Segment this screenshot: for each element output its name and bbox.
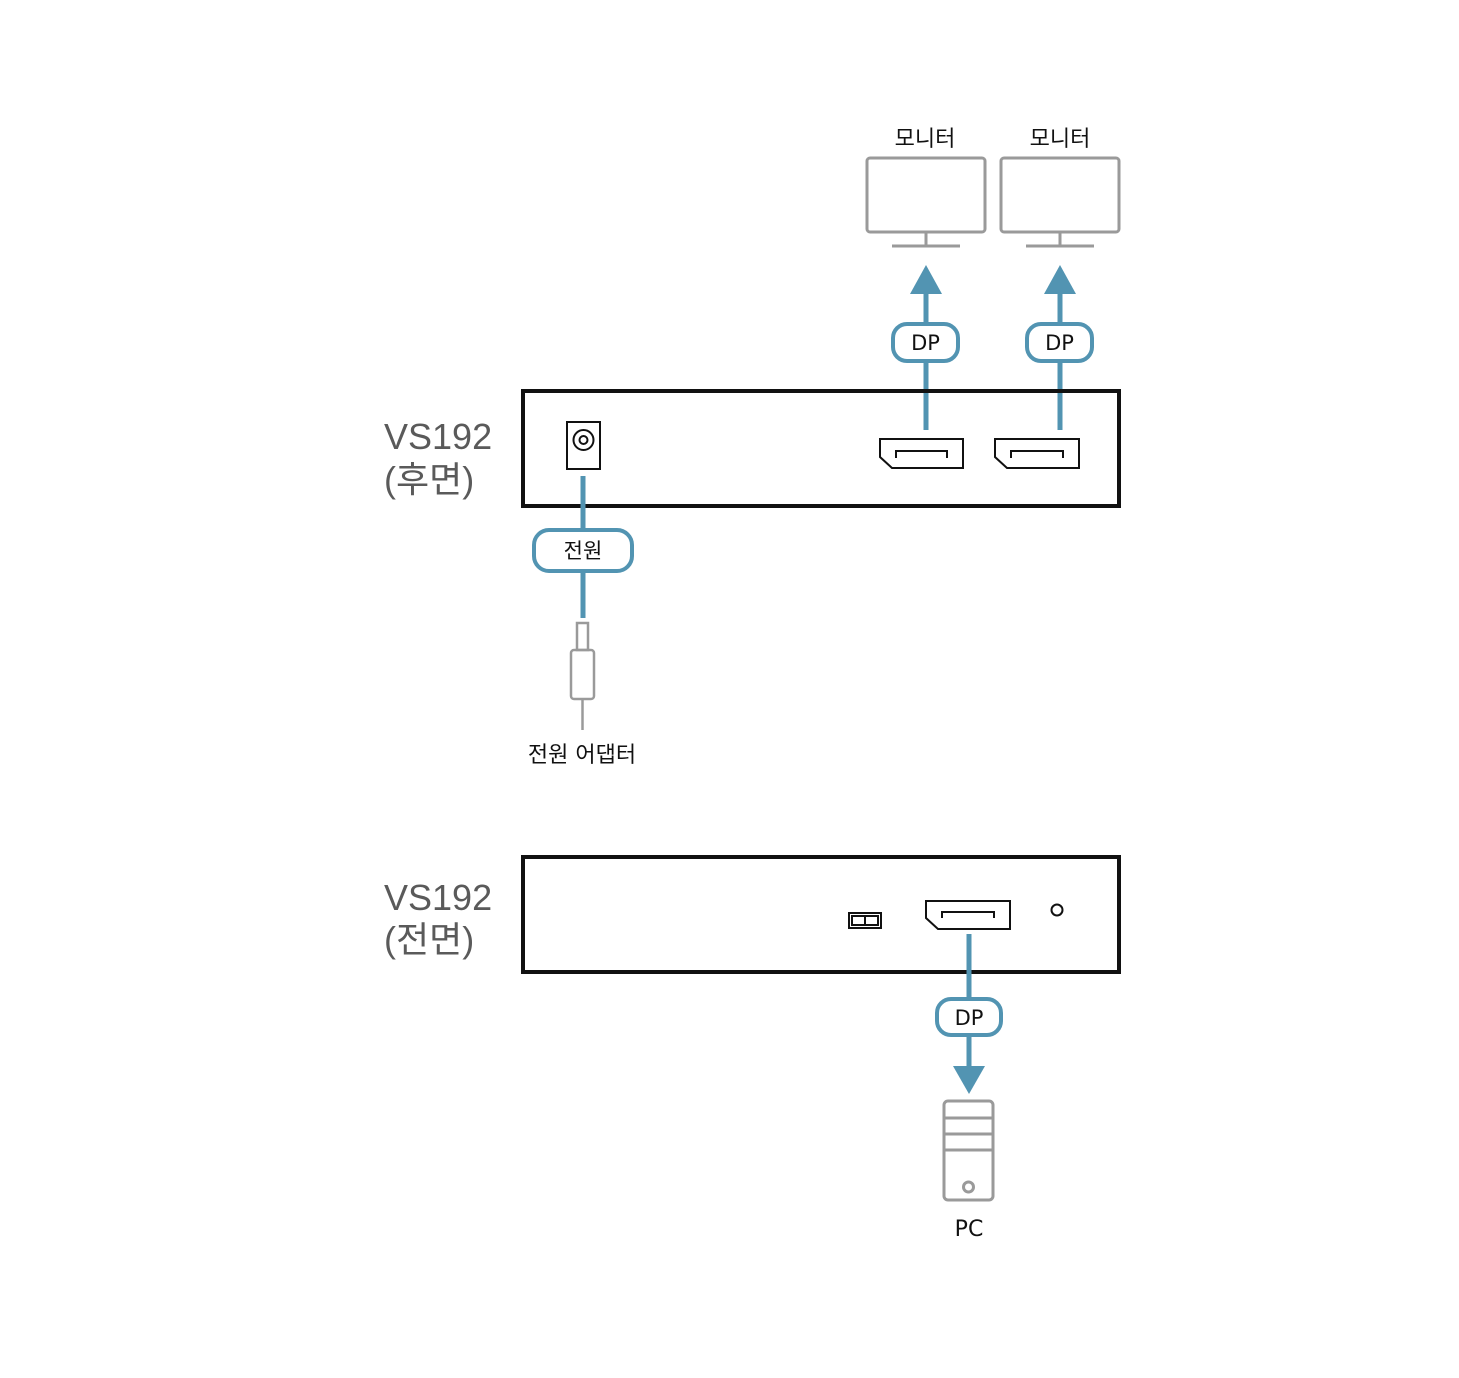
- dp-port-out-2-icon: [994, 438, 1080, 469]
- power-pill-label: 전원: [564, 539, 603, 563]
- arrow-up-icon: [910, 265, 942, 294]
- dp-cable-monitor-2: [1025, 265, 1094, 430]
- pc-label: PC: [955, 1217, 984, 1242]
- rear-device-panel: [521, 389, 1121, 508]
- dp-pill-2: [1025, 322, 1094, 363]
- power-jack-icon: [566, 421, 601, 470]
- led-indicator-icon: [1050, 903, 1064, 917]
- switch-icon: [848, 912, 882, 929]
- monitor-2-label: 모니터: [1030, 127, 1091, 152]
- monitor-1-icon: [865, 156, 987, 248]
- dp-pill-pc-label: DP: [955, 1006, 984, 1030]
- front-device-side: (전면): [384, 919, 474, 960]
- dp-port-out-1-icon: [879, 438, 964, 469]
- dp-pill-1: [891, 322, 960, 363]
- arrow-up-icon: [1044, 265, 1076, 294]
- dp-pill-1-label: DP: [911, 331, 940, 355]
- front-device-panel: [521, 855, 1121, 974]
- dp-pill-2-label: DP: [1045, 331, 1074, 355]
- dp-pill-pc: [935, 997, 1003, 1037]
- power-pill: [532, 528, 634, 573]
- power-adapter-icon: [569, 621, 596, 730]
- power-adapter-label: 전원 어댑터: [528, 743, 636, 768]
- pc-tower-icon: [942, 1099, 995, 1202]
- power-cable: [532, 476, 634, 618]
- rear-device-side: (후면): [384, 459, 474, 500]
- rear-device-name: VS192: [384, 416, 492, 457]
- front-device-name: VS192: [384, 877, 492, 918]
- arrow-down-icon: [953, 1066, 985, 1094]
- monitor-1-label: 모니터: [895, 127, 956, 152]
- dp-cable-pc: [935, 934, 1003, 1094]
- dp-cable-monitor-1: [891, 265, 960, 430]
- dp-port-in-icon: [925, 900, 1011, 930]
- monitor-2-icon: [999, 156, 1121, 248]
